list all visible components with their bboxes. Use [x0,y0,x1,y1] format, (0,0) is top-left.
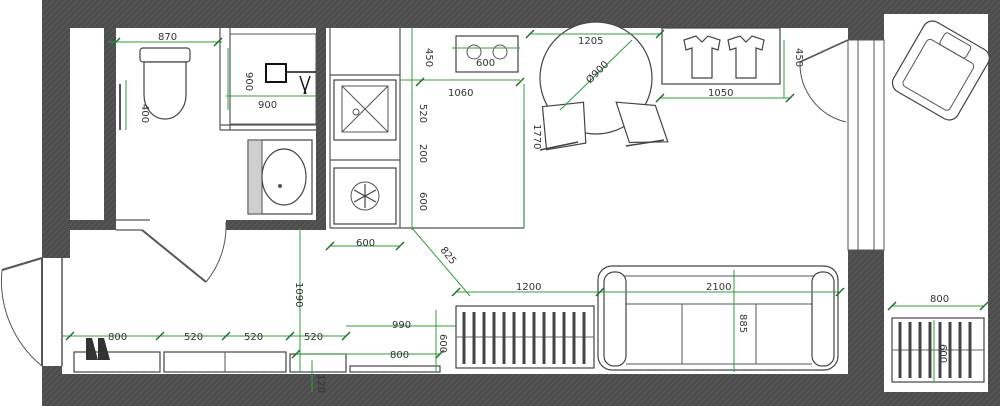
dim-wardrobe-width: 1050 [708,88,733,99]
dim-sofa-depth: 885 [737,314,748,333]
bottom-wall [42,374,884,406]
kitchen-sink [333,79,397,141]
dim-sink-depth: 520 [417,104,428,123]
dim-hall-passage: 600 [356,238,375,249]
hall-wall-stub [70,220,116,230]
cooktop [455,35,519,73]
dim-shower-width: 900 [258,100,277,111]
dim-wardrobe-depth: 450 [793,48,804,67]
dim-balcony-rack-depth: 600 [937,344,948,363]
dim-diagonal: 825 [438,245,458,267]
bathroom-sink [247,139,313,215]
wardrobe-shelf [661,27,781,85]
dim-counter-depth: 450 [423,48,434,67]
shower [229,33,317,125]
dim-shelf-depth: 120 [315,374,326,393]
bathroom-door[interactable] [116,219,227,283]
dining-chair-right [615,101,669,147]
dim-toilet-width: 870 [158,32,177,43]
balcony-rack [891,317,985,383]
shoes-icon [86,338,110,360]
dim-sofa-width: 2100 [706,282,731,293]
bathroom-bottom-wall [226,220,326,230]
top-wall [42,0,884,28]
dim-toilet-depth: 400 [139,104,150,123]
hall-cabinets [73,351,441,373]
left-wall-upper [42,0,70,258]
right-wall-lower [848,250,884,374]
dim-balcony-rack-width: 800 [930,294,949,305]
dim-closet-width: 1200 [516,282,541,293]
dim-kitchen-length: 1060 [448,88,473,99]
bathroom-right-partition [316,28,326,220]
balcony-bottom-wall [884,392,1000,406]
right-wall-top [848,28,884,40]
bathroom-left-partition [104,28,116,220]
dim-fridge-depth: 600 [417,192,428,211]
dining-chair-left [539,101,587,151]
dim-dining-width: 1205 [578,36,603,47]
balcony-window [847,39,885,251]
dim-hall-depth: 1090 [293,282,304,307]
dim-cabinet-3: 520 [304,332,323,343]
dim-hall-length: 990 [392,320,411,331]
dim-dining-depth: 1770 [531,124,542,149]
balcony-door[interactable] [799,39,849,123]
shirt-icon [683,35,721,79]
dim-bench: 800 [390,350,409,361]
dim-cabinet-2: 520 [244,332,263,343]
entrance-door[interactable] [1,257,63,367]
dim-cabinet-1: 520 [184,332,203,343]
toilet [119,47,191,130]
wardrobe-hangers [455,305,595,369]
refrigerator [333,167,397,225]
balcony-top-wall [884,0,1000,14]
dim-gap-depth: 200 [417,144,428,163]
shirt-icon [727,35,765,79]
armchair [891,20,990,121]
bath-wall-void [70,28,106,220]
walls [42,0,1000,406]
dim-cooktop-width: 600 [476,58,495,69]
dimension-lines [62,28,989,392]
dim-shower-depth: 900 [243,72,254,91]
dim-closet-depth: 600 [437,334,448,353]
balcony-outer-wall [988,0,1000,406]
dim-shoe-cabinet: 800 [108,332,127,343]
